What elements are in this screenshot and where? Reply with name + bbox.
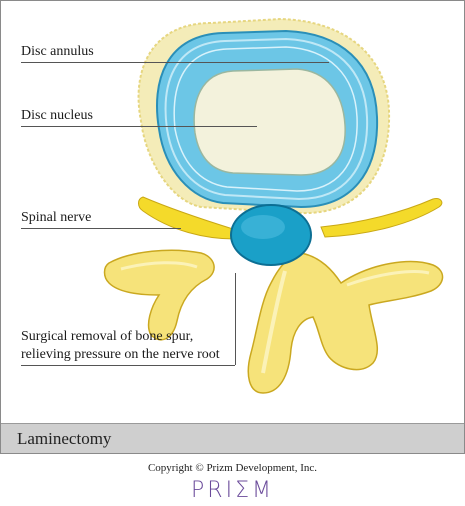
label-disc-nucleus: Disc nucleus — [21, 108, 93, 123]
bone-right — [247, 252, 444, 394]
laminectomy-illustration — [103, 17, 444, 394]
label-disc-annulus: Disc annulus — [21, 44, 94, 59]
leader-removal-horizontal — [21, 365, 235, 366]
copyright-text: Copyright © Prizm Development, Inc. — [147, 462, 318, 474]
label-spinal-nerve: Spinal nerve — [21, 210, 92, 225]
bone-left — [103, 249, 215, 341]
caption-bar: Laminectomy — [1, 423, 464, 453]
spinal-nerve-right — [320, 198, 443, 238]
prizm-logo: PRIΣM — [191, 478, 274, 503]
label-removal-line1: Surgical removal of bone spur, — [21, 329, 194, 344]
label-removal-line2: relieving pressure on the nerve root — [21, 347, 220, 362]
disc-nucleus-shape — [193, 68, 346, 176]
spinal-nerve-left — [138, 196, 236, 240]
leader-disc-annulus — [21, 62, 329, 63]
caption-title: Laminectomy — [17, 429, 112, 448]
leader-disc-nucleus — [21, 126, 257, 127]
leader-removal-vertical — [235, 273, 236, 365]
leader-spinal-nerve — [21, 228, 181, 229]
diagram-frame: Disc annulus Disc nucleus Spinal nerve S… — [0, 0, 465, 454]
